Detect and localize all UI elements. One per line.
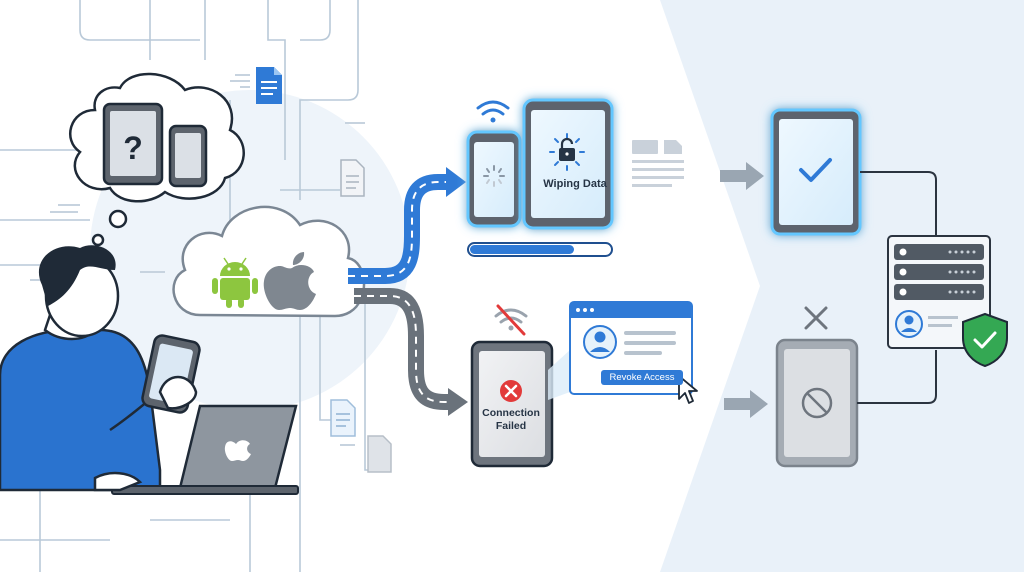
arrow-to-wiping (348, 167, 466, 284)
background-chevron-panel (660, 0, 1024, 572)
lock-icon (549, 133, 585, 171)
popup-connector (548, 350, 570, 400)
document-icon (330, 399, 356, 437)
android-logo-icon (212, 257, 258, 308)
shield-check-icon (962, 312, 1008, 368)
x-mark-icon (804, 306, 828, 330)
document-icon (367, 435, 392, 473)
document-icon (340, 159, 365, 197)
checkmark-icon (799, 158, 832, 182)
thought-bubble: ? (69, 72, 245, 247)
document-icon (632, 140, 684, 187)
apple-logo-icon (263, 252, 316, 310)
blocked-icon (801, 387, 833, 419)
server-connectors (857, 171, 937, 404)
wifi-icon (476, 100, 510, 123)
wiping-data-label: Wiping Data (543, 178, 607, 190)
wiping-phone (466, 130, 522, 228)
user-avatar-icon (895, 310, 923, 338)
wifi-off-icon (494, 304, 528, 336)
error-x-icon (500, 380, 522, 402)
document-icon (256, 67, 282, 104)
laptop (93, 404, 299, 495)
wiping-tablet (522, 98, 614, 230)
phone-icon (168, 124, 208, 188)
wipe-progress-bar (467, 242, 613, 257)
question-mark-icon: ? (123, 130, 143, 166)
person (0, 245, 201, 492)
user-avatar-icon (583, 325, 617, 359)
connection-failed-label: Connection Failed (482, 407, 540, 432)
tablet-icon: ? (102, 102, 164, 186)
cursor-arrow-icon (678, 375, 698, 404)
revoke-access-button[interactable]: Revoke Access (601, 370, 683, 385)
arrow-to-failed (354, 288, 468, 416)
failed-tablet (470, 340, 554, 468)
arrow-to-success (720, 162, 764, 190)
loading-spinner-icon (483, 165, 505, 187)
server-icon (887, 235, 991, 349)
arrow-to-blocked (724, 390, 768, 418)
cloud (172, 205, 366, 318)
